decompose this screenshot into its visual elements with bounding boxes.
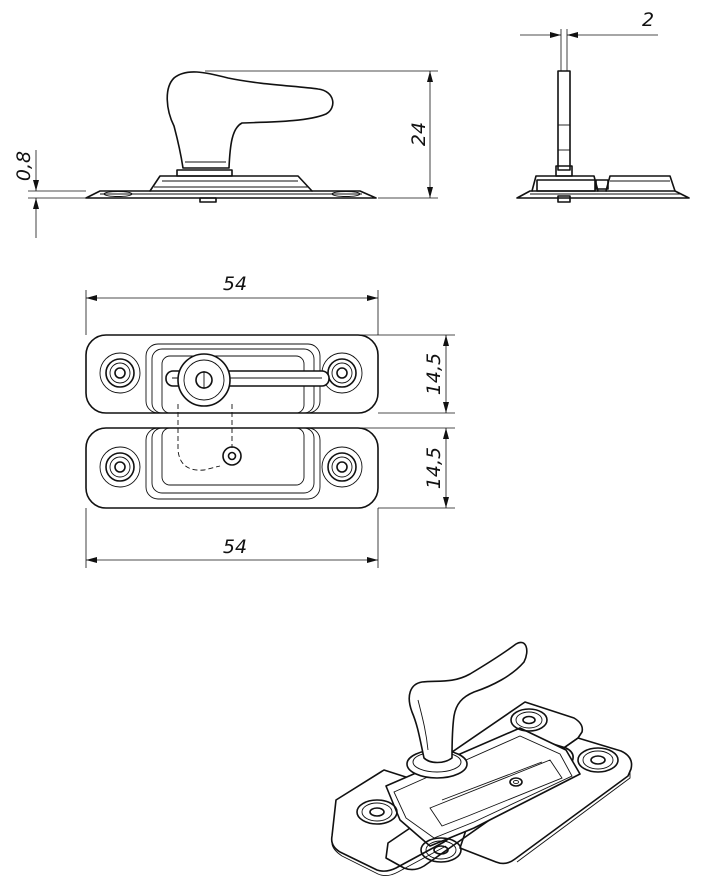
bolt-hole-upper-right: [321, 352, 363, 394]
dimension-bottom-plate-height: 14,5: [423, 447, 445, 489]
side-handle: [557, 70, 571, 171]
bolt-hole-lower-left: [99, 446, 141, 488]
isometric-view: [330, 641, 633, 877]
side-view: [516, 70, 690, 203]
top-view: [85, 334, 379, 509]
front-dimensions: 24 0,8: [13, 70, 438, 238]
dimension-bottom-width: 54: [223, 536, 247, 558]
top-dimensions: 54 54 14,5 14,5: [85, 273, 455, 568]
dimension-plate-thickness: 0,8: [13, 151, 35, 181]
iso-bolt-hole-1: [356, 799, 398, 825]
dimension-top-width: 54: [223, 273, 247, 295]
bolt-hole-upper-left: [99, 352, 141, 394]
front-housing: [149, 175, 313, 192]
iso-bolt-hole-4: [577, 747, 619, 773]
iso-back-plate: [419, 701, 584, 813]
bolt-hole-lower-right: [321, 446, 363, 488]
iso-bolt-hole-3: [510, 708, 548, 732]
dimension-height-total: 24: [408, 122, 430, 146]
side-base-plate: [516, 190, 690, 199]
front-base-plate: [85, 190, 377, 199]
front-handle: [166, 71, 334, 169]
iso-handle: [408, 641, 528, 764]
dimension-top-plate-height: 14,5: [423, 353, 445, 395]
iso-right-plate: [459, 737, 633, 865]
iso-bolt-hole-2: [420, 837, 462, 863]
front-view: [85, 71, 377, 203]
side-dimensions: 2: [520, 9, 658, 71]
dimension-handle-thickness: 2: [642, 9, 654, 31]
